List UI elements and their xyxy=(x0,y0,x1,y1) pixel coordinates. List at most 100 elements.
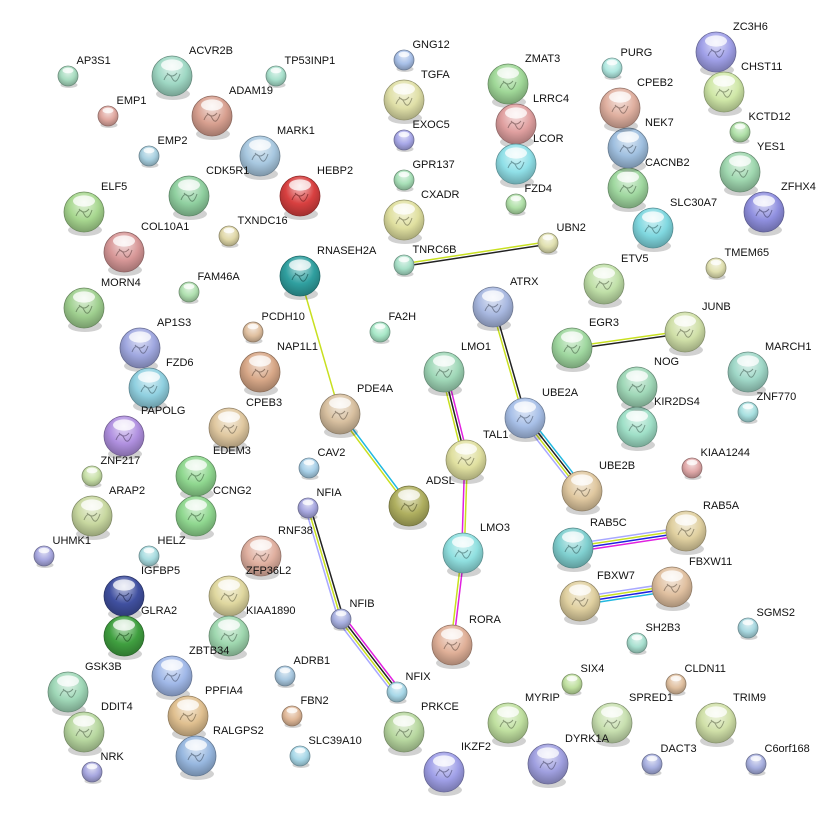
node-ddit4[interactable]: DDIT4 xyxy=(63,701,133,756)
node-rnaseh2a[interactable]: RNASEH2A xyxy=(279,245,377,300)
node-acvr2b[interactable]: ACVR2B xyxy=(151,45,233,100)
node-slc39a10[interactable]: SLC39A10 xyxy=(289,735,362,768)
node-tgfa[interactable]: TGFA xyxy=(383,69,450,124)
node-fzd4[interactable]: FZD4 xyxy=(505,183,552,216)
node-kir2ds4[interactable]: KIR2DS4 xyxy=(616,396,700,451)
node-cpeb2[interactable]: CPEB2 xyxy=(599,77,673,132)
node-emp1[interactable]: EMP1 xyxy=(97,95,146,128)
node-egr3[interactable]: EGR3 xyxy=(551,317,619,372)
node-rab5c[interactable]: RAB5C xyxy=(552,517,627,572)
node-rnf38[interactable]: RNF38 xyxy=(240,525,313,580)
node-adam19[interactable]: ADAM19 xyxy=(191,85,273,140)
node-txndc16[interactable]: TXNDC16 xyxy=(218,215,288,248)
node-emp2[interactable]: EMP2 xyxy=(138,135,187,168)
node-lmo1[interactable]: LMO1 xyxy=(423,341,491,396)
node-yes1[interactable]: YES1 xyxy=(719,141,785,196)
node-elf5[interactable]: ELF5 xyxy=(63,181,127,236)
node-arap2[interactable]: ARAP2 xyxy=(71,485,145,540)
node-trim9[interactable]: TRIM9 xyxy=(695,692,766,747)
node-rora[interactable]: RORA xyxy=(431,614,501,669)
edge-nfia-nfib[interactable] xyxy=(304,507,345,620)
node-atrx[interactable]: ATRX xyxy=(472,276,539,331)
node-zfp36l2[interactable]: ZFP36L2 xyxy=(208,565,291,620)
node-gsk3b[interactable]: GSK3B xyxy=(47,661,122,716)
node-nfix[interactable]: NFIX xyxy=(386,671,431,704)
node-spred1[interactable]: SPRED1 xyxy=(591,692,673,747)
node-etv5[interactable]: ETV5 xyxy=(583,253,649,308)
node-adsl[interactable]: ADSL xyxy=(388,475,455,530)
node-nfia[interactable]: NFIA xyxy=(297,487,342,520)
node-ccng2[interactable]: CCNG2 xyxy=(175,485,252,540)
node-sgms2[interactable]: SGMS2 xyxy=(737,607,795,640)
node-nek7[interactable]: NEK7 xyxy=(607,117,674,172)
node-prkce[interactable]: PRKCE xyxy=(383,701,459,756)
node-zbtb34[interactable]: ZBTB34 xyxy=(151,645,229,700)
node-tal1[interactable]: TAL1 xyxy=(445,429,508,484)
node-znf217[interactable]: ZNF217 xyxy=(81,455,140,488)
node-lrrc4[interactable]: LRRC4 xyxy=(495,93,569,148)
node-fbn2[interactable]: FBN2 xyxy=(281,695,329,728)
node-lcor[interactable]: LCOR xyxy=(495,133,564,188)
node-kctd12[interactable]: KCTD12 xyxy=(729,111,791,144)
node-sh2b3[interactable]: SH2B3 xyxy=(626,622,680,655)
node-ikzf2[interactable]: IKZF2 xyxy=(423,741,491,796)
node-hebp2[interactable]: HEBP2 xyxy=(279,165,353,220)
node-dyrk1a[interactable]: DYRK1A xyxy=(527,733,610,788)
node-glra2[interactable]: GLRA2 xyxy=(103,605,177,660)
node-morn4[interactable]: MORN4 xyxy=(63,277,141,332)
node-junb[interactable]: JUNB xyxy=(664,301,731,356)
node-tmem65[interactable]: TMEM65 xyxy=(705,247,769,280)
node-slc30a7[interactable]: SLC30A7 xyxy=(632,197,717,252)
node-cacnb2[interactable]: CACNB2 xyxy=(607,157,690,212)
node-zc3h6[interactable]: ZC3H6 xyxy=(695,21,768,76)
node-nfib[interactable]: NFIB xyxy=(330,598,375,631)
node-fbxw7[interactable]: FBXW7 xyxy=(559,570,635,625)
node-fbxw11[interactable]: FBXW11 xyxy=(651,556,732,611)
node-gng12[interactable]: GNG12 xyxy=(393,39,450,72)
node-tp53inp1[interactable]: TP53INP1 xyxy=(265,55,335,88)
node-fzd6[interactable]: FZD6 xyxy=(128,357,194,412)
node-pcdh10[interactable]: PCDH10 xyxy=(242,311,305,344)
node-six4[interactable]: SIX4 xyxy=(561,663,604,696)
node-dact3[interactable]: DACT3 xyxy=(641,743,697,776)
node-col10a1[interactable]: COL10A1 xyxy=(103,221,189,276)
node-adrb1[interactable]: ADRB1 xyxy=(274,655,330,688)
node-nog[interactable]: NOG xyxy=(616,356,679,411)
edge-rnaseh2a-pde4a[interactable] xyxy=(299,275,341,415)
node-helz[interactable]: HELZ xyxy=(138,535,186,568)
node-tnrc6b[interactable]: TNRC6B xyxy=(393,244,457,277)
node-pde4a[interactable]: PDE4A xyxy=(319,383,394,438)
node-c6orf168[interactable]: C6orf168 xyxy=(745,743,810,776)
node-mark1[interactable]: MARK1 xyxy=(239,125,315,180)
node-fam46a[interactable]: FAM46A xyxy=(178,271,240,304)
node-ubn2[interactable]: UBN2 xyxy=(537,222,586,255)
node-zfhx4[interactable]: ZFHX4 xyxy=(743,181,816,236)
edge-tnrc6b-ubn2[interactable] xyxy=(403,240,549,268)
node-rab5a[interactable]: RAB5A xyxy=(665,500,740,555)
node-gpr137[interactable]: GPR137 xyxy=(393,159,455,192)
node-ralgps2[interactable]: RALGPS2 xyxy=(175,725,264,780)
node-kiaa1890[interactable]: KIAA1890 xyxy=(208,605,296,660)
edge-nfib-nfix[interactable] xyxy=(337,616,401,695)
node-kiaa1244[interactable]: KIAA1244 xyxy=(681,447,750,480)
node-ap3s1[interactable]: AP3S1 xyxy=(57,55,111,88)
node-ube2b[interactable]: UBE2B xyxy=(561,460,635,515)
node-cdk5r1[interactable]: CDK5R1 xyxy=(168,165,249,220)
node-edem3[interactable]: EDEM3 xyxy=(175,445,251,500)
node-igfbp5[interactable]: IGFBP5 xyxy=(103,565,180,620)
node-cpeb3[interactable]: CPEB3 xyxy=(208,397,282,452)
node-lmo3[interactable]: LMO3 xyxy=(442,522,510,577)
node-papolg[interactable]: PAPOLG xyxy=(103,405,185,460)
node-nap1l1[interactable]: NAP1L1 xyxy=(239,341,318,396)
node-uhmk1[interactable]: UHMK1 xyxy=(33,535,91,568)
node-znf770[interactable]: ZNF770 xyxy=(737,391,796,424)
node-cav2[interactable]: CAV2 xyxy=(298,447,345,480)
node-nrk[interactable]: NRK xyxy=(81,751,124,784)
node-ube2a[interactable]: UBE2A xyxy=(504,387,579,442)
node-fa2h[interactable]: FA2H xyxy=(369,311,416,344)
node-exoc5[interactable]: EXOC5 xyxy=(393,119,450,152)
node-chst11[interactable]: CHST11 xyxy=(703,61,782,116)
node-cldn11[interactable]: CLDN11 xyxy=(665,663,726,696)
node-march1[interactable]: MARCH1 xyxy=(727,341,811,396)
node-cxadr[interactable]: CXADR xyxy=(383,189,460,244)
